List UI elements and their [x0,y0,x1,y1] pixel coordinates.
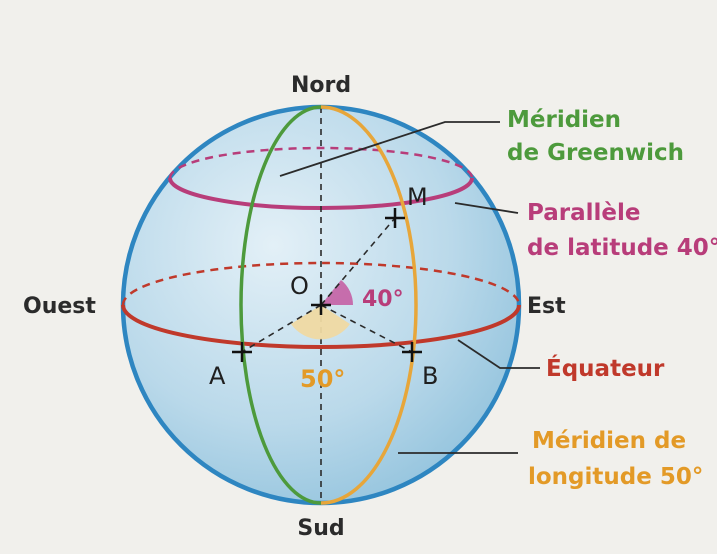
leader-lines [279,121,540,454]
label-south: Sud [297,516,344,541]
label-meridian-50-line2: longitude 50° [528,464,703,490]
radius-oa [241,304,322,353]
marker-b [402,342,422,362]
label-point-b: B [422,362,438,390]
label-east: Est [527,294,566,319]
label-parallel-line2: de latitude 40° [527,235,717,261]
leader-equator [457,339,540,369]
marker-o [311,295,331,315]
marker-m [385,208,405,228]
leader-parallel [454,202,519,214]
point-markers [232,208,422,362]
label-greenwich-line1: Méridien [507,107,621,133]
label-angle-latitude: 40° [362,287,404,312]
label-north: Nord [291,73,351,98]
latitude-angle [321,280,353,305]
label-point-m: M [407,183,428,211]
label-greenwich-line2: de Greenwich [507,140,684,166]
label-west: Ouest [23,294,96,319]
marker-a [232,342,252,362]
equator-back [121,261,521,306]
label-meridian-50-line1: Méridien de [532,428,686,454]
parallel-back [168,146,474,179]
label-point-a: A [209,362,226,390]
meridian-50 [320,105,418,505]
label-equator: Équateur [546,354,665,382]
equator-front [121,304,521,349]
longitude-angle [291,305,350,340]
label-point-o: O [290,272,309,300]
label-parallel-line1: Parallèle [527,200,640,226]
greenwich-meridian [239,105,322,505]
radius-om [320,217,396,306]
leader-greenwich [279,121,500,177]
label-angle-longitude: 50° [300,365,345,393]
